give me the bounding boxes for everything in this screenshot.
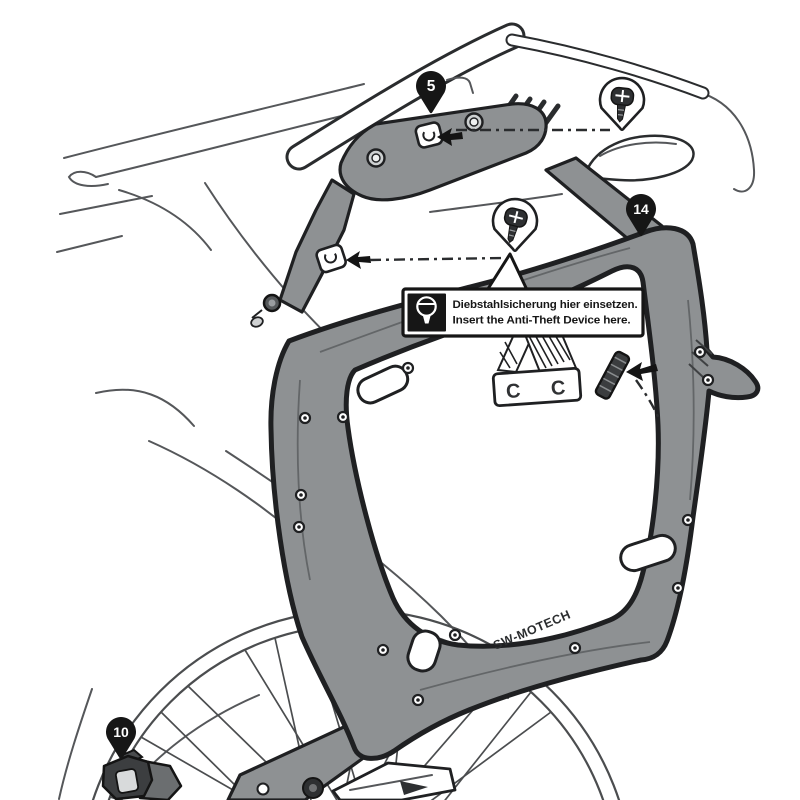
anti-theft-note: Diebstahlsicherung hier einsetzen. Inser… bbox=[401, 252, 645, 338]
plate-mark-right: C bbox=[550, 377, 566, 400]
bracket-screw-left bbox=[366, 148, 386, 168]
tail-piece bbox=[584, 134, 695, 182]
phillips-screw-icon bbox=[503, 207, 528, 244]
side-carrier-frame: SW-MOTECH bbox=[268, 225, 761, 761]
callout-badge-5: 5 bbox=[416, 70, 474, 114]
screw-balloon-top-right bbox=[598, 76, 646, 132]
phillips-screw-icon bbox=[610, 86, 635, 123]
callout-badge-14: 14 bbox=[626, 193, 656, 237]
badge-number: 10 bbox=[113, 724, 129, 740]
carrier-slot-bottom bbox=[406, 629, 442, 673]
bracket-square-hole-left bbox=[315, 243, 347, 274]
badge-number: 5 bbox=[427, 78, 436, 95]
note-line-en: Insert the Anti-Theft Device here. bbox=[453, 315, 631, 327]
rear-rack bbox=[285, 22, 710, 182]
carrier-slot-right bbox=[619, 533, 677, 573]
device-arrow bbox=[626, 362, 658, 381]
bracket-screw-right bbox=[464, 112, 484, 132]
marked-plate: C C bbox=[491, 366, 583, 408]
badge-number: 14 bbox=[633, 201, 649, 217]
adjuster-mark bbox=[400, 781, 428, 795]
carrier-rivet-holes bbox=[292, 345, 715, 707]
screw-balloon-center bbox=[491, 197, 539, 253]
note-line-de: Diebstahlsicherung hier einsetzen. bbox=[453, 299, 638, 311]
anti-theft-device bbox=[594, 350, 662, 422]
adapter-bracket-left bbox=[250, 178, 371, 328]
device-leader-line bbox=[635, 379, 662, 422]
insert-arrow-top bbox=[437, 128, 463, 146]
plate-mark-left: C bbox=[505, 380, 521, 403]
leader-line-center bbox=[369, 256, 505, 262]
note-box bbox=[401, 287, 645, 338]
fender-bracket bbox=[101, 748, 183, 800]
bracket-bolt bbox=[250, 293, 282, 328]
strut-hole bbox=[256, 782, 270, 796]
anti-theft-mount: C C bbox=[491, 328, 583, 408]
bracket-square-hole-top bbox=[414, 121, 444, 149]
callout-badge-10: 10 bbox=[106, 716, 136, 760]
adapter-bracket-top bbox=[338, 102, 548, 202]
anti-theft-lock-icon bbox=[416, 296, 437, 324]
note-icon-bg bbox=[407, 293, 446, 332]
insert-arrow-left bbox=[346, 251, 371, 269]
